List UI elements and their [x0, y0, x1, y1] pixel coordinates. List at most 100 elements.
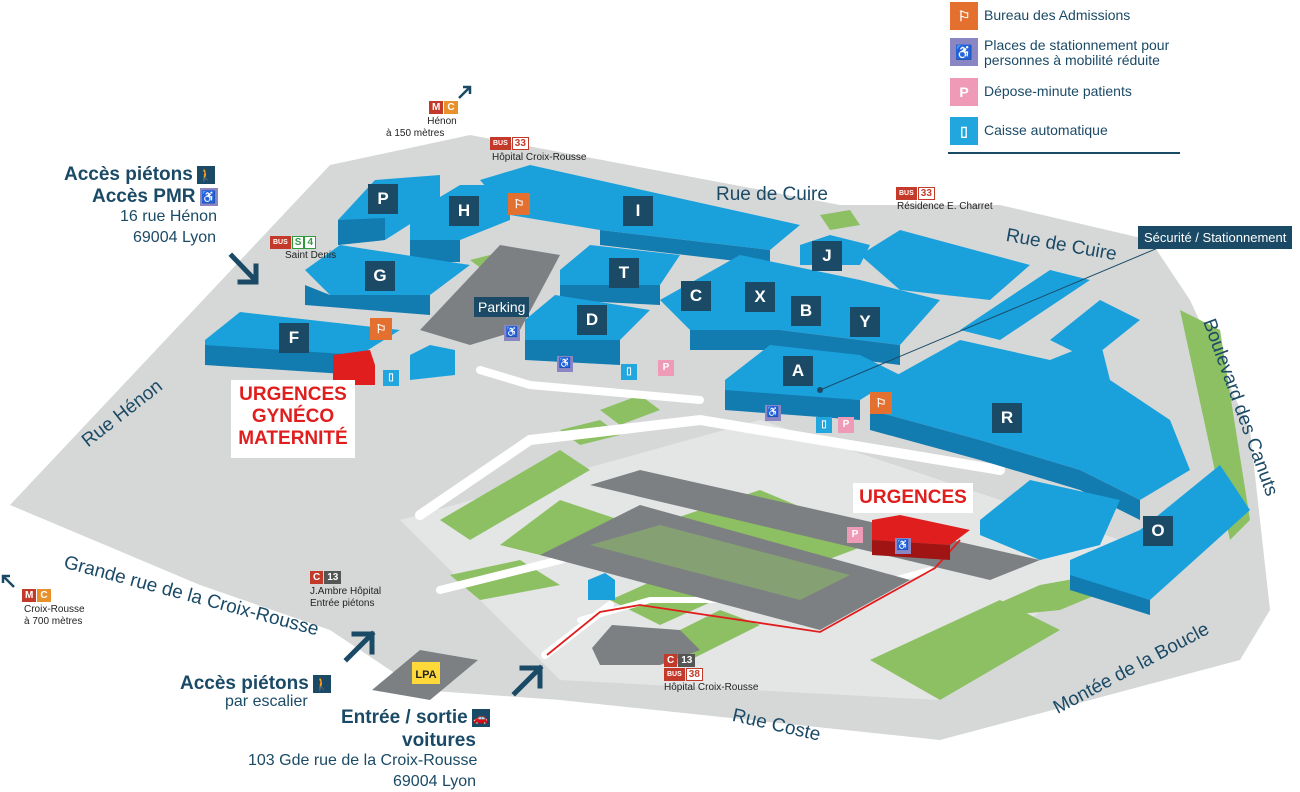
- label-line: MATERNITÉ: [238, 428, 348, 449]
- lpa-logo: LPA: [415, 669, 436, 681]
- legend-label: Bureau des Admissions: [984, 7, 1131, 23]
- transit-henon-distance: à 150 mètres: [386, 128, 445, 139]
- urgences-label: URGENCES: [853, 483, 973, 513]
- wheelchair-icon: ♿: [895, 538, 911, 554]
- transit-croix-rousse-name: Croix-Rousse: [24, 604, 85, 615]
- central-parking-inner: [590, 525, 850, 600]
- line-badge: 13: [678, 654, 696, 667]
- building-label-g[interactable]: G: [365, 261, 395, 291]
- street-rue-de-cuire: Rue de Cuire: [716, 184, 828, 205]
- drop-off-parking-icon: P: [847, 527, 863, 543]
- lpa-logo-bg: [412, 662, 440, 684]
- bus-badge: BUS: [896, 187, 917, 200]
- transit-bus33-residence-name: Résidence E. Charret: [897, 201, 993, 212]
- label-line: GYNÉCO: [251, 406, 335, 427]
- building-label-p[interactable]: P: [368, 184, 398, 214]
- building-label-r[interactable]: R: [992, 403, 1022, 433]
- building-label-t[interactable]: T: [609, 258, 639, 288]
- emergency-route: [546, 539, 961, 656]
- wheelchair-icon: ♿: [557, 356, 573, 372]
- wheelchair-icon: ♿: [765, 405, 781, 421]
- drop-off-parking-icon: P: [950, 78, 978, 106]
- pay-machine-icon: ▯: [383, 370, 399, 386]
- bus-badge: BUS: [490, 137, 511, 150]
- line-badge: C: [310, 571, 324, 584]
- small-arrow-icon: [1, 85, 472, 588]
- building-label-d[interactable]: D: [577, 305, 607, 335]
- cars-address-line2: 69004 Lyon: [393, 773, 477, 790]
- urgences-gyneco-maternite-label: URGENCES GYNÉCO MATERNITÉ: [231, 380, 355, 458]
- cars-title-line1: Entrée / sortie🚗: [341, 707, 490, 728]
- metro-badge: C: [444, 101, 458, 114]
- metro-badge: M: [22, 589, 37, 602]
- building-label-c[interactable]: C: [681, 281, 711, 311]
- line-badge: 13: [324, 571, 342, 584]
- line-badge: 33: [511, 137, 529, 150]
- parking-label: Parking: [474, 297, 530, 317]
- building-label-i[interactable]: I: [623, 196, 653, 226]
- admissions-desk-icon: ⚐: [370, 318, 392, 340]
- admissions-desk-icon: ⚐: [870, 392, 892, 414]
- urgences-gyneco-building: [333, 350, 375, 385]
- access-pedestrian-title: Accès piétons🚶: [64, 164, 215, 185]
- buildings: [205, 165, 1250, 615]
- cars-address-line1: 103 Gde rue de la Croix-Rousse: [248, 752, 478, 769]
- line-badge: 38: [685, 668, 703, 681]
- building-label-h[interactable]: H: [449, 196, 479, 226]
- admissions-desk-icon: ⚐: [950, 2, 978, 30]
- bus-badge: BUS: [270, 236, 291, 249]
- building-label-j[interactable]: J: [812, 241, 842, 271]
- transit-henon-name: Hénon: [427, 116, 457, 127]
- transit-croix-rousse-distance: à 700 mètres: [24, 616, 83, 627]
- line-badge: C: [664, 654, 678, 667]
- bus-badge: BUS: [664, 668, 685, 681]
- drop-off-parking-icon: P: [658, 360, 674, 376]
- access-stairs-sub: par escalier: [225, 693, 308, 710]
- line-badge: S: [291, 236, 305, 249]
- access-pmr-title: Accès PMR♿: [92, 186, 218, 207]
- pedestrian-icon: 🚶: [196, 165, 215, 184]
- pay-machine-icon: ▯: [816, 417, 832, 433]
- cars-title-line2: voitures: [402, 730, 476, 751]
- transit-bus33-hopital-name: Hôpital Croix-Rousse: [492, 152, 587, 163]
- building-label-b[interactable]: B: [791, 296, 821, 326]
- arrow-icon: [228, 252, 544, 697]
- wheelchair-icon: ♿: [504, 325, 520, 341]
- securite-leader: [819, 244, 1166, 391]
- building-label-x[interactable]: X: [745, 282, 775, 312]
- legend-label: Dépose-minute patients: [984, 83, 1132, 99]
- line-badge: 33: [917, 187, 935, 200]
- metro-badge: C: [37, 589, 51, 602]
- access-stairs-title: Accès piétons🚶: [180, 673, 331, 694]
- building-label-a[interactable]: A: [783, 356, 813, 386]
- building-label-f[interactable]: F: [279, 323, 309, 353]
- pay-machine-icon: ▯: [621, 364, 637, 380]
- metro-badge: M: [429, 101, 444, 114]
- building-label-o[interactable]: O: [1143, 516, 1173, 546]
- car-icon: 🚗: [471, 708, 490, 727]
- pedestrian-icon: 🚶: [312, 674, 331, 693]
- line-badge: 4: [304, 236, 317, 249]
- transit-c13-bus38-name: Hôpital Croix-Rousse: [664, 682, 759, 693]
- transit-c13-ambre-name2: Entrée piétons: [310, 598, 375, 609]
- building-label-y[interactable]: Y: [850, 307, 880, 337]
- pay-machine-icon: ▯: [950, 117, 978, 145]
- legend-label: Places de stationnement pour: [984, 37, 1170, 53]
- admissions-desk-icon: ⚐: [508, 193, 530, 215]
- access-address-line2: 69004 Lyon: [133, 229, 217, 246]
- urgences-building: [872, 515, 970, 545]
- wheelchair-icon: ♿: [199, 187, 218, 206]
- securite-label: Sécurité / Stationnement: [1138, 226, 1293, 249]
- drop-off-parking-icon: P: [838, 417, 854, 433]
- wheelchair-icon: ♿: [950, 38, 978, 66]
- legend-label: personnes à mobilité réduite: [984, 52, 1160, 68]
- access-address-line1: 16 rue Hénon: [120, 208, 217, 225]
